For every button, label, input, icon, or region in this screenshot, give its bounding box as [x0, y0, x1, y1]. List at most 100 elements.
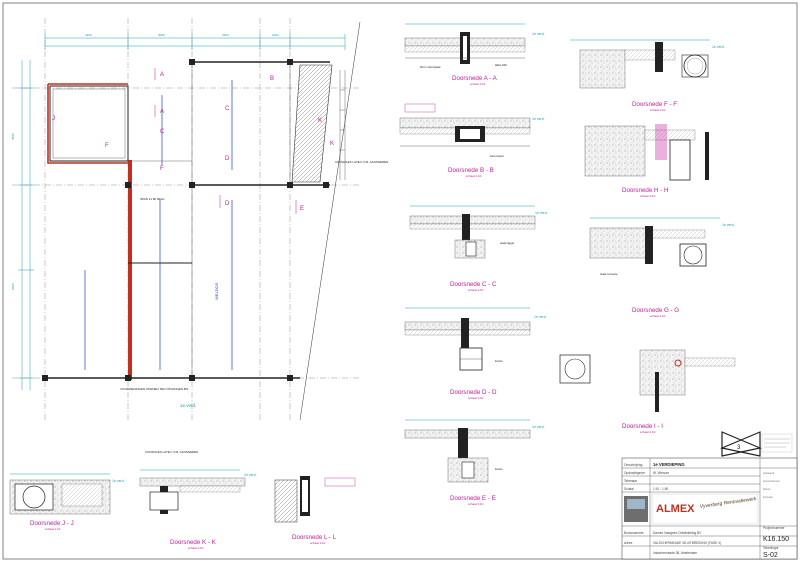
svg-text:K: K	[318, 118, 322, 124]
svg-text:Formaat: Formaat	[763, 495, 773, 499]
svg-text:3065: 3065	[158, 33, 165, 37]
section-title-a: Doorsnede A - A	[452, 75, 498, 82]
svg-text:schaal 1:10: schaal 1:10	[468, 288, 484, 292]
svg-text:HEA 220: HEA 220	[495, 63, 507, 67]
svg-text:kolom: kolom	[495, 359, 504, 363]
drawing-scale: 1:10 - 1:50	[653, 487, 668, 491]
svg-text:D: D	[225, 156, 230, 162]
plan-level-label: 1e verd.	[180, 403, 196, 408]
section-title-f: Doorsnede F - F	[632, 101, 677, 108]
company-brand: ALMEX	[656, 503, 695, 515]
svg-text:3300: 3300	[222, 33, 229, 37]
svg-text:6mm vloerplaat: 6mm vloerplaat	[420, 65, 441, 69]
svg-text:Projectnummer: Projectnummer	[763, 526, 786, 530]
detail-f-f	[570, 39, 710, 89]
project-client: Dames Vastgoed Ontwikkeling BV	[653, 531, 702, 535]
svg-text:1e verd.: 1e verd.	[535, 211, 548, 215]
section-title-h: Doorsnede H - H	[622, 187, 668, 194]
svg-text:B: B	[270, 76, 274, 82]
svg-text:D: D	[225, 201, 230, 207]
plan-consoles-label: CONSOLES LATEI I.V.M. AANSNEDEN	[335, 160, 388, 164]
svg-text:4500: 4500	[11, 133, 15, 140]
detail-e-e: kolom	[404, 419, 531, 483]
svg-text:Tekenaar: Tekenaar	[624, 479, 638, 483]
detail-h-h	[584, 124, 709, 181]
section-title-g: Doorsnede G - G	[632, 307, 679, 314]
drawing-title: 1e VERDIEPING	[653, 462, 685, 467]
svg-text:1e verd.: 1e verd.	[112, 479, 125, 483]
svg-text:Gecontroleerd: Gecontroleerd	[763, 479, 780, 483]
svg-text:Getekend: Getekend	[763, 471, 775, 475]
svg-text:4200: 4200	[85, 33, 92, 37]
section-scales: schaal 1:10 schaal 1:10 schaal 1:10 scha…	[45, 82, 666, 550]
svg-text:C: C	[225, 106, 230, 112]
beam-label: WELDOS	[214, 282, 219, 300]
section-title-j: Doorsnede J - J	[30, 520, 74, 527]
detail-a-a: 6mm vloerplaat HEA 220	[404, 23, 526, 69]
detail-d-d: kolom	[404, 307, 531, 371]
detail-c-c: staal ligger	[409, 205, 536, 259]
svg-text:staal ligger: staal ligger	[500, 241, 515, 245]
svg-text:J: J	[52, 116, 55, 122]
svg-text:kolom: kolom	[495, 467, 504, 471]
svg-text:1400: 1400	[272, 33, 279, 37]
section-title-k: Doorsnede K - K	[170, 539, 217, 546]
svg-text:schaal 1:10: schaal 1:10	[188, 546, 204, 550]
svg-text:schaal 1:10: schaal 1:10	[466, 174, 482, 178]
detail-l-l	[274, 476, 356, 523]
detail-j-j	[9, 473, 111, 515]
svg-text:3: 3	[737, 445, 741, 451]
section-title-l: Doorsnede L - L	[292, 534, 337, 541]
detail-b-b: betonvloer	[399, 103, 531, 158]
detail-i-i	[559, 349, 736, 412]
detail-k-k: CONSOLES LATEI I.V.M. AANSNEDEN	[139, 450, 246, 514]
drawn-by: W. Winsum	[653, 471, 669, 475]
floor-plan: 4200 3065 3300 1400 4500 5600	[11, 18, 388, 421]
svg-text:5600: 5600	[11, 283, 15, 290]
plan-opening-label: VOORZIENINGEN OPENEN TEN OPVANGEN BIJ	[120, 387, 189, 391]
svg-text:F: F	[160, 166, 164, 172]
svg-text:staal console: staal console	[600, 272, 618, 276]
svg-text:Adres: Adres	[624, 541, 633, 545]
svg-text:A: A	[160, 109, 164, 115]
svg-text:1e verd.: 1e verd.	[534, 315, 547, 319]
svg-text:schaal 1:10: schaal 1:10	[650, 314, 666, 318]
svg-text:1e verd.: 1e verd.	[532, 117, 545, 121]
svg-text:schaal 1:10: schaal 1:10	[468, 396, 484, 400]
section-title-c: Doorsnede C - C	[450, 281, 497, 288]
svg-text:schaal 1:10: schaal 1:10	[468, 502, 484, 506]
svg-text:Omschrijving: Omschrijving	[624, 463, 643, 467]
svg-text:SPAN 11 MI REAL: SPAN 11 MI REAL	[140, 197, 165, 201]
svg-text:Datum: Datum	[763, 487, 771, 491]
svg-text:Opdrachtgever: Opdrachtgever	[624, 471, 646, 475]
svg-text:1e verd.: 1e verd.	[722, 223, 735, 227]
svg-text:Schaal: Schaal	[624, 487, 634, 491]
svg-text:1e verd.: 1e verd.	[532, 425, 545, 429]
section-titles: Doorsnede A - A Doorsnede B - B Doorsned…	[30, 75, 679, 546]
svg-text:C: C	[160, 129, 165, 135]
svg-text:schaal 1:10: schaal 1:10	[650, 108, 666, 112]
project-number: K16.150	[763, 536, 789, 543]
k-consoles-label: CONSOLES LATEI I.V.M. AANSNEDEN	[145, 450, 198, 454]
section-title-e: Doorsnede E - E	[450, 495, 496, 502]
project-subtitle: VALSCHERMKADE 38 UITBREIDING (FASE 4)	[653, 541, 721, 545]
svg-text:schaal 1:10: schaal 1:10	[640, 194, 656, 198]
svg-text:1e verd.: 1e verd.	[532, 32, 545, 36]
section-title-i: Doorsnede I - I	[622, 423, 663, 430]
sheet-number: S-02	[763, 552, 778, 559]
svg-text:1e verd.: 1e verd.	[712, 45, 725, 49]
title-block: 3 Omschrijving Opdrachtgever Tekenaar Sc…	[621, 431, 798, 560]
svg-text:Tekeningnr: Tekeningnr	[763, 546, 780, 550]
svg-text:betonvloer: betonvloer	[490, 154, 504, 158]
detail-g-g: staal console	[589, 217, 720, 276]
svg-text:Bouwnummer: Bouwnummer	[624, 531, 645, 535]
svg-text:schaal 1:10: schaal 1:10	[640, 430, 656, 434]
svg-text:schaal 1:10: schaal 1:10	[470, 82, 486, 86]
section-title-b: Doorsnede B - B	[448, 167, 494, 174]
svg-text:A: A	[160, 72, 164, 78]
section-title-d: Doorsnede D - D	[450, 389, 497, 396]
project-address: Valschermkade 38, Amsterdam	[653, 551, 697, 555]
firm-logo: 3	[719, 431, 793, 457]
